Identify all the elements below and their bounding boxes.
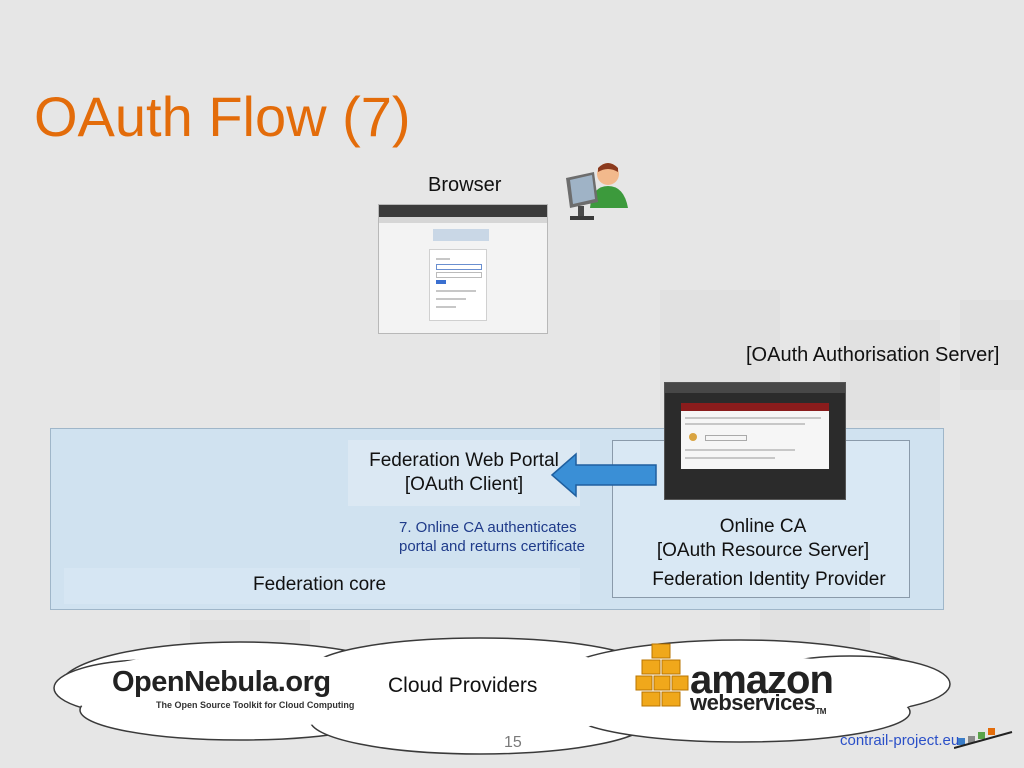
opennebula-tagline: The Open Source Toolkit for Cloud Comput… bbox=[156, 700, 355, 710]
slide-title: OAuth Flow (7) bbox=[34, 85, 411, 148]
arrow-left-icon bbox=[550, 452, 657, 498]
online-ca-role: [OAuth Resource Server] bbox=[656, 540, 870, 561]
federation-core-label: Federation core bbox=[253, 574, 387, 595]
auth-server-label: [OAuth Authorisation Server] bbox=[746, 344, 1000, 366]
auth-window-toolbar bbox=[665, 383, 845, 393]
user-computer-icon bbox=[566, 163, 628, 220]
aws-boxes-icon bbox=[635, 643, 689, 707]
background-square bbox=[960, 300, 1024, 390]
contrail-logo-icon bbox=[954, 728, 1013, 749]
web-portal-box bbox=[348, 440, 580, 506]
step-description-line2: portal and returns certificate bbox=[399, 538, 585, 555]
federation-core-box bbox=[64, 568, 580, 604]
auth-page-content bbox=[681, 403, 829, 469]
site-logo bbox=[433, 229, 489, 241]
trademark-mark: TM bbox=[815, 707, 826, 716]
browser-screenshot bbox=[378, 204, 548, 334]
opennebula-logo: OpenNebula.org bbox=[112, 666, 331, 698]
browser-address-bar bbox=[379, 217, 547, 223]
browser-label: Browser bbox=[428, 174, 502, 196]
browser-toolbar bbox=[379, 205, 547, 217]
web-portal-subtitle: [OAuth Client] bbox=[404, 474, 524, 495]
background-square bbox=[840, 320, 940, 420]
webservices-logo-text: webservicesTM bbox=[690, 690, 826, 716]
auth-server-screenshot bbox=[664, 382, 846, 500]
identity-provider-label: Federation Identity Provider bbox=[652, 569, 886, 590]
footer-link[interactable]: contrail-project.eu bbox=[840, 732, 960, 749]
cloud-providers-label: Cloud Providers bbox=[388, 674, 538, 697]
web-portal-title: Federation Web Portal bbox=[369, 450, 559, 471]
page-number: 15 bbox=[504, 734, 522, 751]
step-description-line1: 7. Online CA authenticates bbox=[399, 519, 577, 536]
login-form bbox=[429, 249, 487, 321]
cloud-shape bbox=[53, 637, 951, 755]
online-ca-title: Online CA bbox=[719, 516, 807, 537]
amazon-logo-text: amazon bbox=[690, 658, 834, 702]
